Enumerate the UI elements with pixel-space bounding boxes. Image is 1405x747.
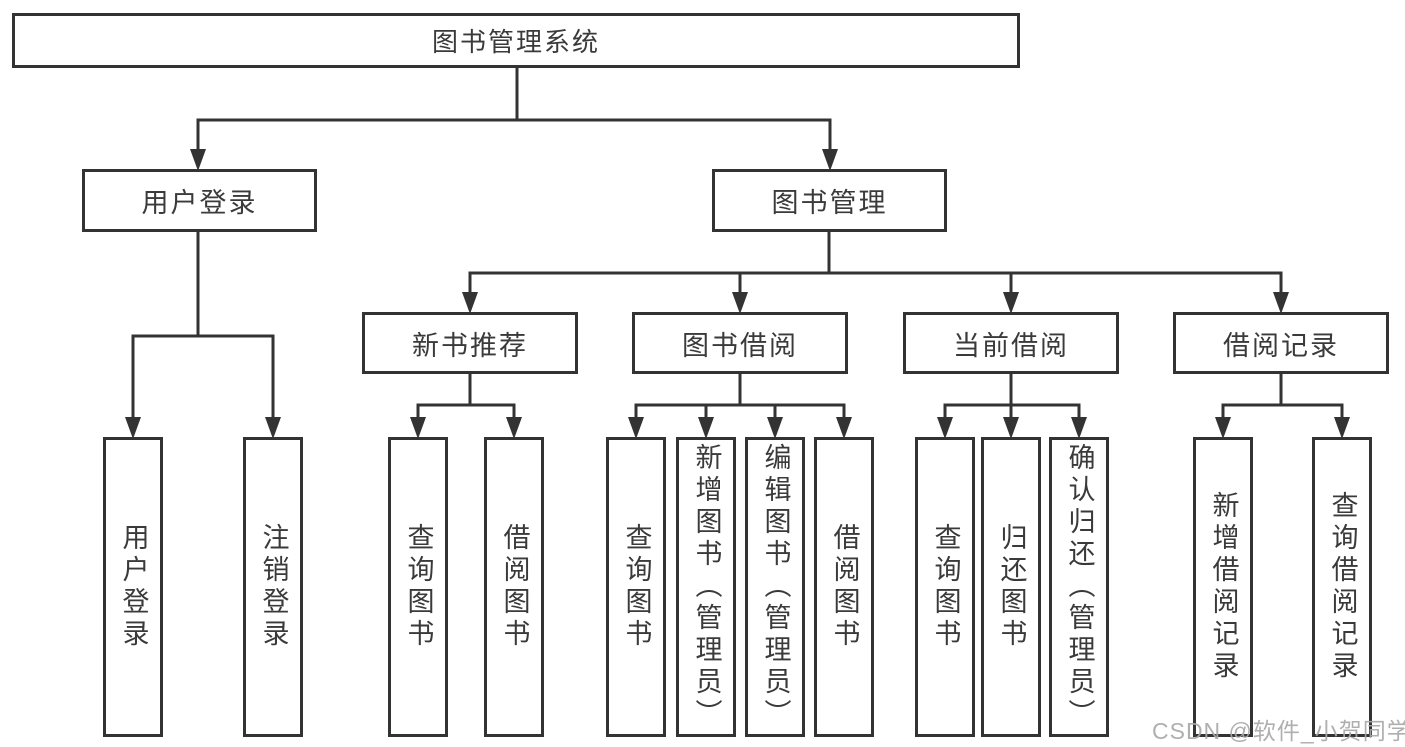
leaf-records-add-record-label: 新增借阅记录: [1208, 491, 1239, 683]
leaf-records-query-record: 查询借阅记录: [1312, 437, 1372, 737]
leaf-borrow-edit-books-admin-label: 编辑图书（管理员）: [760, 443, 791, 731]
leaf-records-query-record-label: 查询借阅记录: [1327, 491, 1358, 683]
leaf-newrec-borrow-books-label: 借阅图书: [499, 523, 530, 651]
node-current-borrow-label: 当前借阅: [953, 330, 1069, 361]
leaf-newrec-borrow-books: 借阅图书: [484, 437, 544, 737]
leaf-current-confirm-return-admin-label: 确认归还（管理员）: [1064, 443, 1095, 731]
leaf-borrow-query-books: 查询图书: [606, 437, 666, 737]
connector-user-login-to-leaves: [131, 230, 275, 420]
leaf-current-confirm-return-admin: 确认归还（管理员）: [1049, 437, 1109, 737]
connector-new-book-rec-to-leaves: [416, 372, 516, 420]
leaf-borrow-borrow-books: 借阅图书: [814, 437, 874, 737]
node-user-login: 用户登录: [82, 169, 317, 232]
leaf-logout: 注销登录: [243, 437, 303, 737]
leaf-borrow-borrow-books-label: 借阅图书: [829, 523, 860, 651]
leaf-user-login: 用户登录: [103, 437, 163, 737]
leaf-newrec-query-books-label: 查询图书: [403, 523, 434, 651]
node-borrow-records: 借阅记录: [1173, 312, 1389, 374]
node-user-login-label: 用户登录: [141, 188, 258, 218]
leaf-borrow-edit-books-admin: 编辑图书（管理员）: [745, 437, 805, 737]
connector-book-mgmt-to-level3: [468, 230, 1283, 295]
connector-root-to-level2: [196, 66, 832, 152]
leaf-user-login-label: 用户登录: [118, 523, 149, 651]
leaf-current-return-books-label: 归还图书: [996, 523, 1027, 651]
leaf-current-return-books: 归还图书: [981, 437, 1041, 737]
connector-current-borrow-to-leaves: [943, 372, 1081, 420]
node-root: 图书管理系统: [12, 13, 1020, 68]
leaf-current-query-books: 查询图书: [915, 437, 975, 737]
arrow-down-icon: [125, 149, 1350, 439]
leaf-borrow-add-books-admin-label: 新增图书（管理员）: [691, 443, 722, 731]
leaf-newrec-query-books: 查询图书: [388, 437, 448, 737]
node-book-borrow-label: 图书借阅: [682, 330, 798, 361]
node-root-label: 图书管理系统: [431, 27, 600, 57]
node-current-borrow: 当前借阅: [903, 312, 1119, 374]
node-book-borrow: 图书借阅: [632, 312, 848, 374]
leaf-logout-label: 注销登录: [258, 523, 289, 651]
connector-book-borrow-to-leaves: [634, 372, 846, 420]
leaf-current-query-books-label: 查询图书: [930, 523, 961, 651]
leaf-borrow-query-books-label: 查询图书: [621, 523, 652, 651]
leaf-borrow-add-books-admin: 新增图书（管理员）: [676, 437, 736, 737]
node-new-book-recommend: 新书推荐: [362, 312, 578, 374]
node-book-management-label: 图书管理: [771, 188, 888, 218]
connector-borrow-records-to-leaves: [1221, 372, 1344, 420]
node-borrow-records-label: 借阅记录: [1223, 330, 1339, 361]
leaf-records-add-record: 新增借阅记录: [1193, 437, 1253, 737]
node-new-book-recommend-label: 新书推荐: [412, 330, 528, 361]
watermark: CSDN @软件_小贺同学: [1152, 718, 1405, 744]
node-book-management: 图书管理: [712, 169, 947, 232]
